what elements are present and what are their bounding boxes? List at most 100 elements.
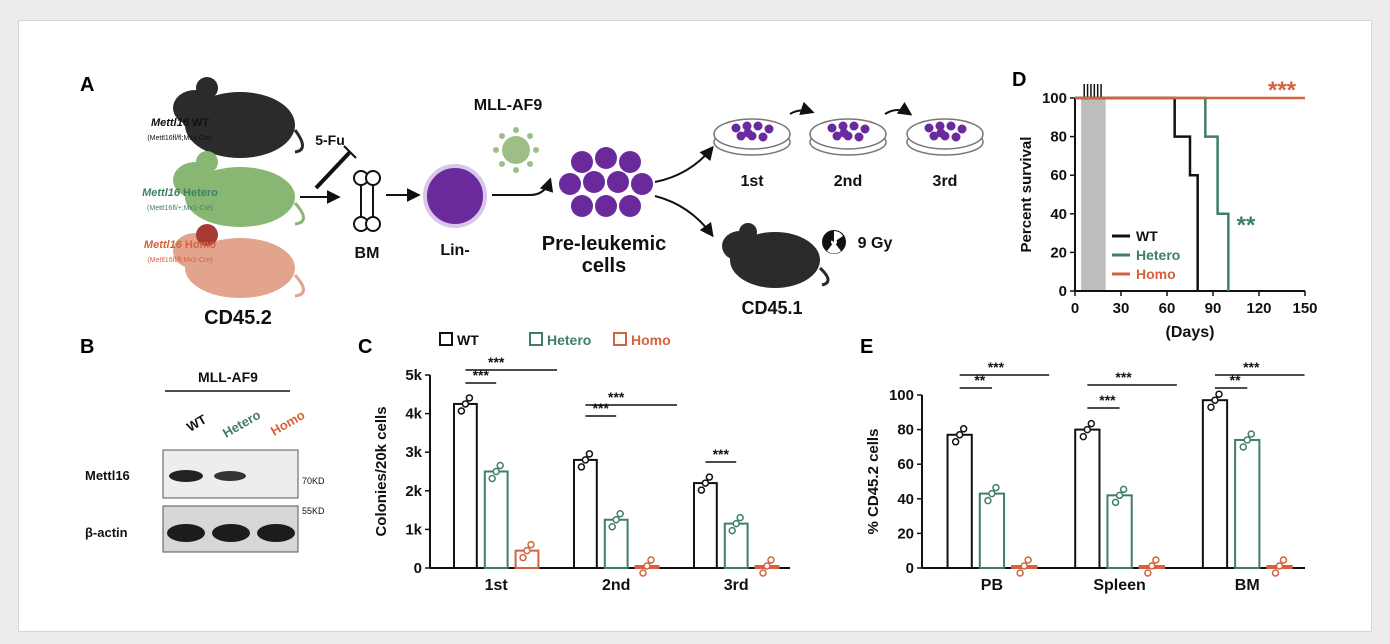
sig-label: *** — [608, 389, 625, 405]
x-tick-label: 1st — [485, 577, 509, 594]
y-tick-label: 2k — [405, 483, 422, 500]
y-tick-label: 5k — [405, 367, 422, 384]
arrow-cells-recipient — [654, 195, 714, 238]
data-point — [608, 523, 616, 531]
data-point — [728, 526, 736, 535]
legend-label: WT — [457, 332, 479, 348]
data-point — [701, 479, 710, 487]
colony — [854, 132, 864, 142]
data-point — [1115, 491, 1124, 500]
data-point — [759, 569, 767, 577]
drug-label: 5-Fu — [315, 132, 345, 148]
bar-hetero — [603, 518, 629, 569]
blot-header: MLL-AF9 — [198, 369, 258, 385]
preleukemic-cells-icon — [559, 147, 653, 217]
recipient-mouse-icon — [722, 223, 830, 288]
panel-label-c: C — [358, 336, 372, 358]
mouse-homo-label: Mettl16 Homo — [144, 239, 216, 251]
legend-swatch — [613, 332, 627, 346]
data-point — [647, 556, 655, 564]
y-tick-label: 4k — [405, 406, 422, 423]
plate-label-2: 2nd — [834, 173, 862, 190]
syringe-icon — [314, 145, 357, 190]
bar-wt — [1201, 399, 1229, 569]
data-point — [577, 463, 586, 471]
data-point — [1024, 556, 1032, 564]
y-axis-label: Percent survival — [1018, 137, 1035, 253]
bar-hetero — [483, 470, 509, 569]
data-point — [1148, 562, 1156, 570]
bm-label: BM — [355, 245, 380, 262]
data-point — [1087, 419, 1096, 428]
data-point — [523, 546, 531, 555]
data-point — [1271, 569, 1280, 577]
data-point — [457, 407, 466, 415]
blot-band — [214, 471, 246, 481]
data-point — [465, 394, 474, 402]
donor-label: CD45.2 — [204, 307, 272, 329]
sig-label: *** — [593, 400, 610, 416]
y-tick-label: 20 — [897, 525, 914, 542]
data-point — [527, 540, 535, 549]
blot-mw-70: 70KD — [302, 476, 325, 486]
data-point — [496, 461, 504, 470]
y-tick-label: 3k — [405, 444, 422, 461]
data-point — [767, 556, 775, 564]
data-point — [959, 425, 968, 433]
y-axis-label: Colonies/20k cells — [373, 406, 390, 536]
x-tick-label: PB — [981, 577, 1003, 594]
mouse-wt-icon — [173, 77, 304, 158]
x-axis-label: (Days) — [1166, 324, 1215, 341]
mouse-homo-genotype: (Mettl16fl/fl;Mx1-Cre) — [147, 257, 212, 264]
x-tick-label: BM — [1235, 577, 1260, 594]
data-point — [1079, 432, 1088, 441]
x-tick-label: 90 — [1205, 300, 1222, 317]
data-point — [988, 489, 996, 498]
data-point — [519, 553, 527, 562]
sig-label: *** — [1268, 77, 1297, 104]
x-tick-label: 0 — [1071, 300, 1079, 317]
y-tick-label: 0 — [414, 560, 422, 577]
colony — [832, 131, 842, 141]
mouse-wt-label: Mettl16 WT — [151, 117, 209, 129]
colony — [957, 124, 967, 134]
y-tick-label: 60 — [897, 456, 914, 473]
colony — [935, 121, 945, 131]
blot-lane-hetero: Hetero — [220, 407, 263, 441]
bar-wt — [573, 458, 598, 570]
x-tick-label: 150 — [1292, 300, 1317, 317]
blot-band — [167, 524, 205, 542]
blot-lane-homo: Homo — [268, 407, 307, 438]
blot-row-mettl16: Mettl16 — [85, 468, 130, 483]
y-tick-label: 60 — [1050, 167, 1067, 184]
blot-band — [212, 524, 250, 542]
data-point — [639, 569, 647, 577]
legend-swatch — [439, 332, 453, 346]
lin-label: Lin- — [440, 242, 469, 259]
bar-hetero — [723, 522, 749, 569]
blot-lane-wt: WT — [184, 411, 209, 434]
data-point — [1111, 498, 1120, 507]
panel-label-a: A — [80, 74, 94, 96]
data-point — [1243, 436, 1252, 444]
x-tick-label: 3rd — [724, 577, 749, 594]
colony — [764, 124, 774, 134]
legend-label: WT — [1136, 228, 1158, 244]
data-point — [992, 483, 1000, 492]
y-tick-label: 1k — [405, 521, 422, 538]
y-tick-label: 40 — [897, 491, 914, 508]
recipient-label: CD45.1 — [741, 298, 802, 318]
blot-band — [257, 524, 295, 542]
y-tick-label: 80 — [897, 422, 914, 439]
data-point — [1207, 403, 1215, 411]
legend-label: Hetero — [1136, 247, 1180, 263]
panel-label-d: D — [1012, 69, 1026, 91]
colony — [946, 121, 956, 131]
virus-label: MLL-AF9 — [474, 97, 543, 114]
colony — [827, 123, 837, 133]
colony — [951, 132, 961, 142]
virus-icon — [493, 127, 539, 173]
